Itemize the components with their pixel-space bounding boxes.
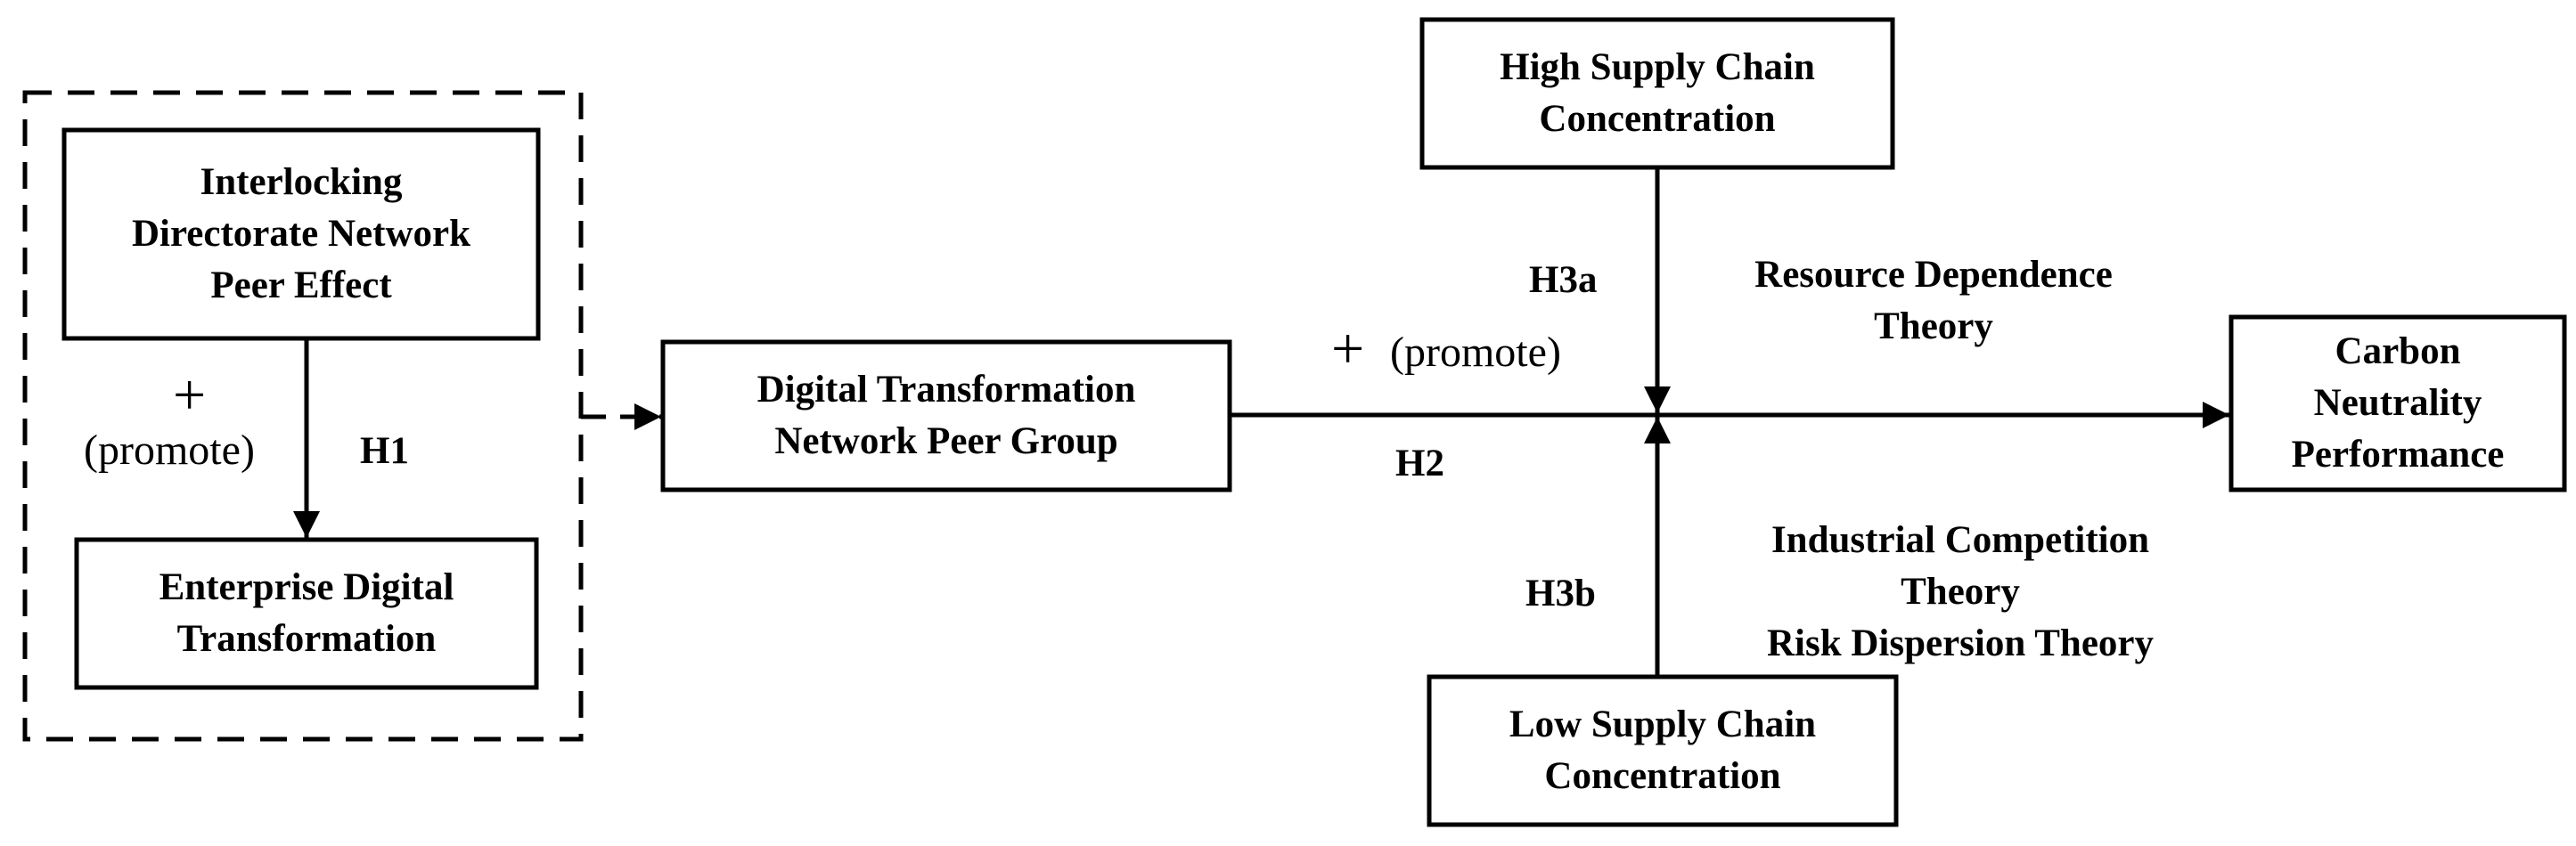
- h3a-label: H3a: [1529, 259, 1598, 301]
- node-high-scc: High Supply Chain Concentration: [1500, 46, 1815, 140]
- h2-plus-sign: +: [1331, 316, 1365, 381]
- node-enterprise-dt: Enterprise Digital Transformation: [159, 566, 454, 660]
- node-interlocking: Interlocking Directorate Network Peer Ef…: [131, 161, 471, 306]
- h3b-label: H3b: [1525, 573, 1596, 614]
- node-carbon: Carbon Neutrality Performance: [2291, 330, 2505, 476]
- resource-dependence-theory-label: Resource Dependence Theory: [1754, 254, 2113, 347]
- box-high-scc: [1419, 17, 1895, 170]
- box-interlocking: [61, 127, 541, 341]
- box-enterprise-dt: [74, 537, 539, 690]
- node-low-scc: Low Supply Chain Concentration: [1509, 704, 1817, 797]
- h2-label: H2: [1395, 443, 1444, 484]
- h1-promote-label: (promote): [84, 427, 255, 474]
- h1-label: H1: [360, 430, 409, 472]
- box-carbon: [2228, 314, 2567, 492]
- node-dt-peer-group: Digital Transformation Network Peer Grou…: [756, 369, 1136, 462]
- industrial-competition-theory-label: Industrial Competition Theory Risk Dispe…: [1720, 515, 2201, 670]
- box-low-scc: [1427, 674, 1899, 827]
- risk-dispersion-theory-label: Risk Dispersion Theory: [1766, 622, 2155, 664]
- h2-promote-label: (promote): [1390, 329, 1561, 376]
- h1-plus-sign: +: [173, 362, 207, 427]
- box-dt-peer-group: [660, 339, 1232, 492]
